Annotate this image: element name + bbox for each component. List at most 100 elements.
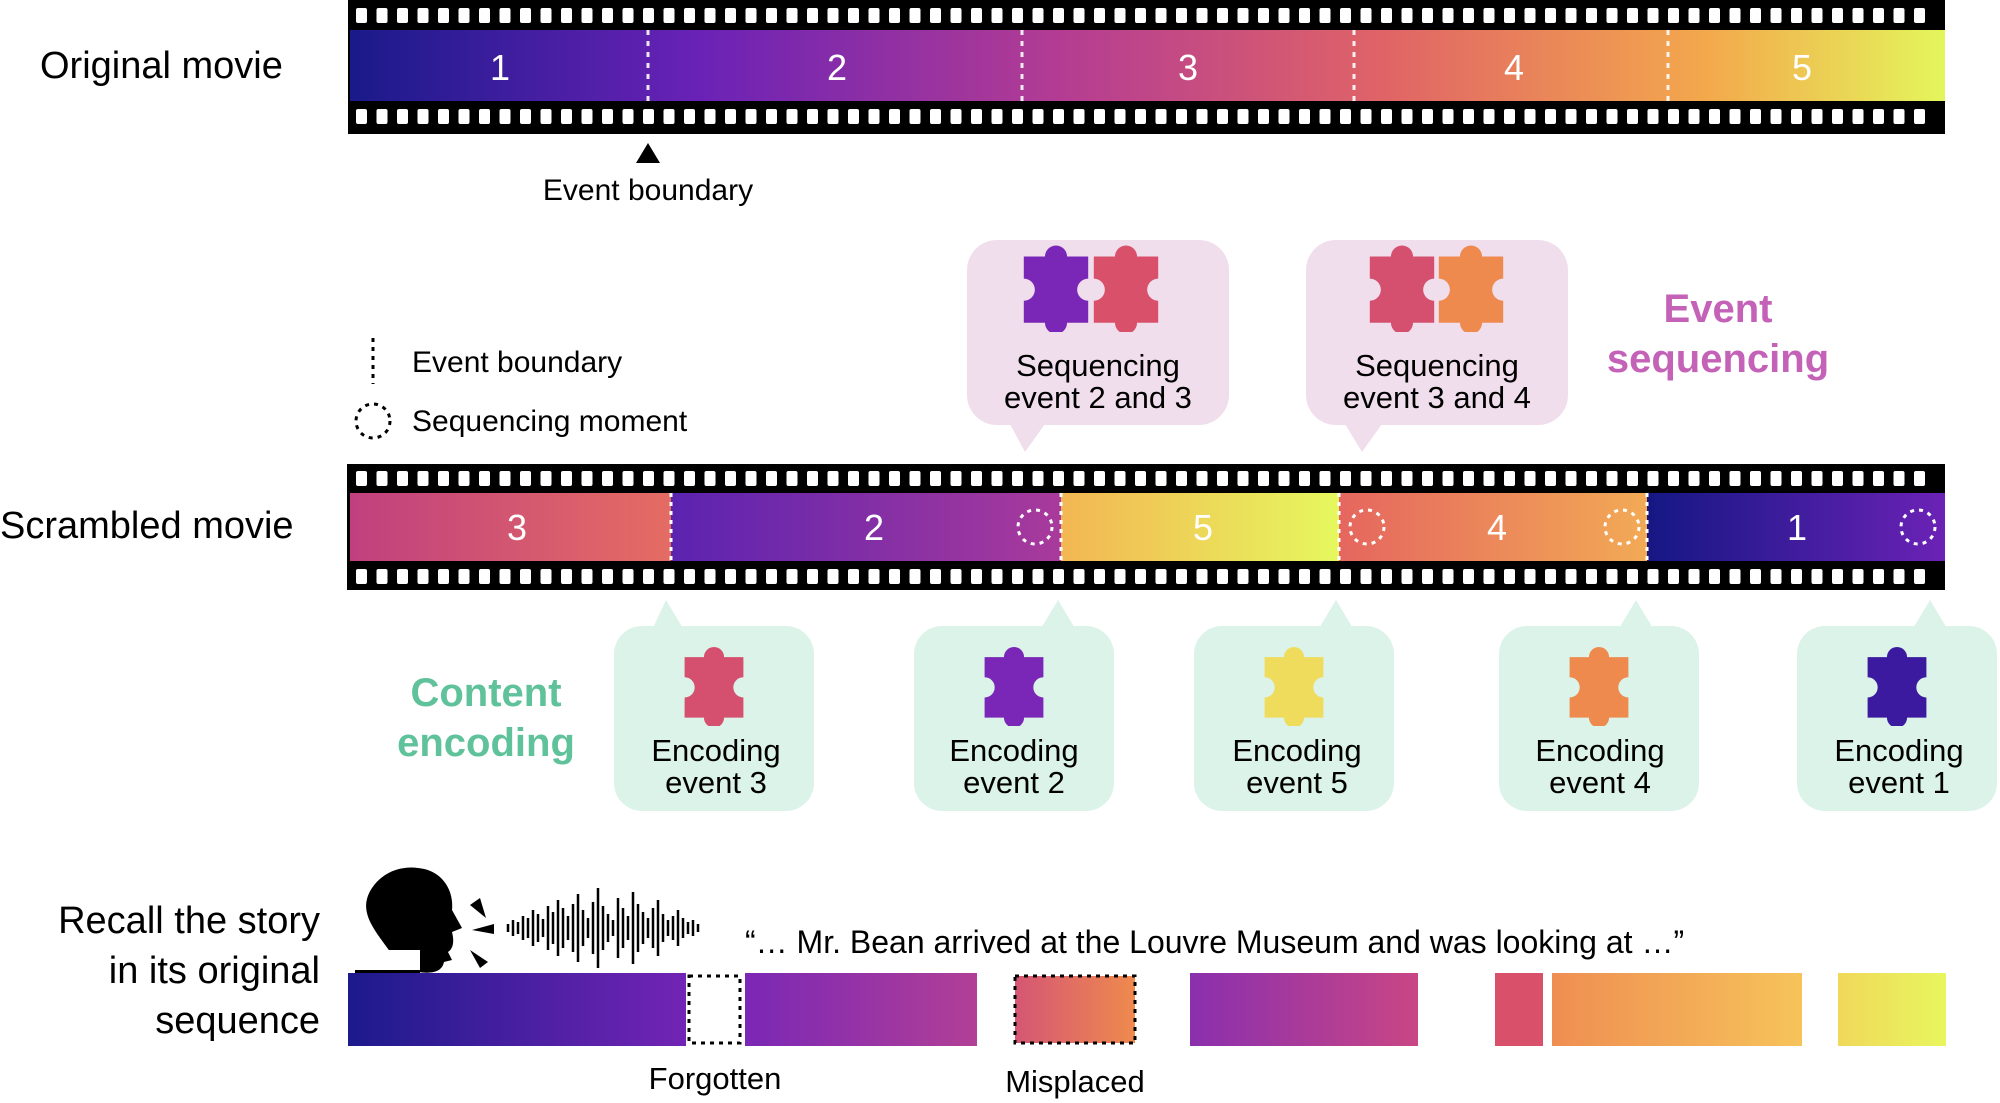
sprocket-hole — [1381, 471, 1392, 486]
sprocket-hole — [356, 471, 367, 486]
sprocket-hole — [1791, 8, 1802, 23]
sprocket-hole — [1032, 471, 1044, 486]
sprocket-hole — [1873, 8, 1884, 23]
sprocket-hole — [1135, 471, 1146, 486]
sprocket-hole — [1381, 8, 1392, 23]
encoding-bubble-5-line1: Encoding — [1232, 733, 1361, 768]
sprocket-hole — [684, 471, 695, 486]
sprocket-hole — [745, 109, 757, 124]
sprocket-hole — [930, 569, 941, 584]
sprocket-hole — [438, 471, 449, 486]
sprocket-hole — [1176, 109, 1187, 124]
sprocket-hole — [1340, 569, 1351, 584]
sprocket-hole — [602, 109, 613, 124]
sprocket-hole — [1504, 109, 1515, 124]
scrambled-segment-4 — [1339, 493, 1647, 561]
sprocket-hole — [1852, 471, 1864, 486]
sprocket-hole — [848, 8, 859, 23]
event-sequencing-title-line1: Event — [1664, 287, 1773, 331]
sprocket-hole — [499, 8, 511, 23]
sprocket-hole — [1094, 109, 1105, 124]
sprocket-hole — [1340, 471, 1351, 486]
recall-quote: “… Mr. Bean arrived at the Louvre Museum… — [745, 924, 1684, 960]
sprocket-hole — [1278, 471, 1290, 486]
sprocket-hole — [1114, 569, 1126, 584]
sequencing-bubble-2-3-line1: Sequencing — [1016, 348, 1180, 383]
sprocket-hole — [827, 569, 839, 584]
encoding-bubble-2-line2: event 2 — [963, 765, 1065, 800]
original-bottom-sprocket-holes — [356, 109, 1925, 124]
sprocket-hole — [1483, 569, 1495, 584]
sprocket-hole — [1709, 109, 1720, 124]
sprocket-hole — [1463, 471, 1474, 486]
sprocket-hole — [1729, 8, 1741, 23]
sprocket-hole — [1565, 569, 1577, 584]
legend-sequencing-moment-label: Sequencing moment — [412, 405, 688, 438]
sprocket-hole — [1442, 109, 1454, 124]
scrambled-event-label-3: 3 — [507, 507, 527, 548]
sequencing-moment-4 — [1899, 508, 1937, 546]
sprocket-hole — [1114, 471, 1126, 486]
encoding-bubble-1-line2: event 1 — [1848, 765, 1950, 800]
original-movie-frame — [350, 30, 1945, 101]
sprocket-hole — [1155, 8, 1167, 23]
sprocket-hole — [1299, 471, 1310, 486]
sprocket-hole — [807, 8, 818, 23]
scrambled-segment-3 — [350, 493, 671, 561]
encoding-bubble-3: Encoding event 3 — [614, 600, 814, 811]
sprocket-hole — [1770, 8, 1782, 23]
sprocket-hole — [520, 109, 531, 124]
sprocket-hole — [479, 569, 490, 584]
sprocket-hole — [561, 109, 572, 124]
recall-block-1 — [348, 973, 686, 1046]
sprocket-hole — [356, 8, 367, 23]
encoding-bubble-1-line1: Encoding — [1834, 733, 1963, 768]
scrambled-event-label-2: 2 — [864, 507, 884, 548]
scrambled-top-sprocket-holes — [356, 471, 1925, 486]
sprocket-hole — [1155, 569, 1167, 584]
sprocket-hole — [397, 8, 408, 23]
sprocket-hole — [930, 109, 941, 124]
event-boundary-marker — [636, 143, 660, 163]
sprocket-hole — [1422, 471, 1433, 486]
encoding-bubble-1: Encoding event 1 — [1797, 600, 1997, 811]
recall-label-line3: sequence — [155, 1000, 320, 1042]
sprocket-hole — [1258, 109, 1269, 124]
sprocket-hole — [1258, 569, 1269, 584]
sprocket-hole — [1750, 471, 1761, 486]
recall-block-5 — [1495, 973, 1543, 1046]
sprocket-hole — [1237, 471, 1249, 486]
audio-waveform-icon — [506, 888, 700, 968]
sprocket-hole — [971, 471, 982, 486]
sprocket-hole — [766, 569, 777, 584]
legend-boundary-label: Event boundary — [412, 346, 622, 379]
sprocket-hole — [663, 471, 675, 486]
sprocket-hole — [499, 109, 511, 124]
sprocket-hole — [889, 109, 900, 124]
sprocket-hole — [1729, 569, 1741, 584]
sprocket-hole — [1688, 471, 1700, 486]
sprocket-hole — [1237, 8, 1249, 23]
sprocket-hole — [725, 109, 736, 124]
scrambled-segment-1 — [1647, 493, 1945, 561]
sprocket-hole — [438, 569, 449, 584]
sprocket-hole — [1873, 471, 1884, 486]
sprocket-hole — [745, 471, 757, 486]
sprocket-hole — [458, 109, 470, 124]
sprocket-hole — [1852, 569, 1864, 584]
sprocket-hole — [971, 8, 982, 23]
sprocket-hole — [725, 471, 736, 486]
sprocket-hole — [1565, 471, 1577, 486]
sprocket-hole — [417, 471, 429, 486]
legend: Event boundary Sequencing moment — [354, 338, 688, 440]
sprocket-hole — [356, 109, 367, 124]
sprocket-hole — [1012, 569, 1023, 584]
recall-block-7 — [1838, 973, 1946, 1046]
legend-sequencing-moment-icon — [354, 402, 392, 440]
sprocket-hole — [622, 471, 634, 486]
sprocket-hole — [766, 8, 777, 23]
sprocket-hole — [1299, 109, 1310, 124]
sprocket-hole — [950, 569, 962, 584]
sprocket-hole — [1319, 569, 1331, 584]
sprocket-hole — [1012, 471, 1023, 486]
